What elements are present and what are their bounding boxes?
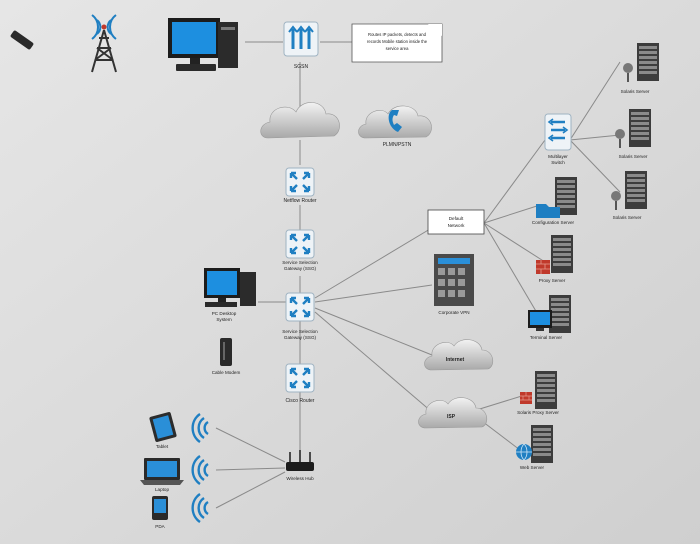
proxy-server-label: Proxy Server	[539, 278, 566, 283]
note-line-1: Routes IP packets, detects and	[368, 32, 427, 37]
pda-icon	[152, 496, 168, 520]
cloud-main-icon	[260, 102, 340, 139]
ssg-top-icon	[284, 228, 316, 260]
cable-modem-icon	[220, 338, 232, 366]
default-network-label-1: Default	[449, 216, 464, 221]
hub-label: Wireless Hub	[286, 476, 314, 481]
cloud-plmn-icon	[358, 105, 432, 139]
sgsn-icon	[283, 21, 319, 57]
tablet-icon	[149, 412, 177, 442]
cisco-router-icon	[284, 362, 316, 394]
ssg-bottom-label-2: Gateway (SSG)	[284, 335, 317, 340]
sgsn-label: SGSN	[294, 64, 309, 70]
solaris-server-3-label: Solaris Server	[613, 215, 642, 220]
tablet-label: Tablet	[156, 444, 169, 449]
plmn-label: PLMN/PSTN	[383, 142, 412, 148]
pda-label: PDA	[155, 524, 165, 529]
configuration-server-label: Configuration Server	[532, 220, 575, 225]
ssg-top-label-2: Gateway (SSG)	[284, 266, 317, 271]
isp-label: ISP	[447, 414, 456, 420]
pc-label-2: System	[216, 317, 231, 322]
multilayer-switch-icon	[544, 113, 572, 151]
cloud-isp-icon	[418, 397, 488, 429]
netflow-router-icon	[284, 166, 316, 198]
cloud-internet-icon	[424, 339, 494, 371]
desktop-computer-icon	[168, 18, 238, 71]
solaris-proxy-server-label: Solaris Proxy Server	[517, 410, 559, 415]
default-network-label-2: Network	[448, 223, 466, 228]
configuration-server-icon	[536, 177, 577, 218]
vpn-label: Corporate VPN	[438, 310, 469, 315]
note-line-2: records Mobile station inside the	[367, 39, 428, 44]
pc-desktop-icon	[204, 268, 256, 307]
laptop-label: Laptop	[155, 487, 169, 492]
internet-label: Internet	[446, 357, 465, 363]
web-server-icon	[516, 425, 553, 463]
default-network-box: Default Network	[427, 209, 485, 235]
ssg-top-label-1: Service Selection	[282, 260, 318, 265]
note-box: Routes IP packets, detects and records M…	[351, 23, 443, 63]
terminal-server-label: Terminal Server	[530, 335, 563, 340]
netflow-label: Netflow Router	[283, 198, 316, 204]
mobile-phone-icon	[10, 30, 34, 50]
switch-label-2: Switch	[551, 160, 565, 165]
cell-tower-icon	[91, 14, 117, 73]
solaris-server-1-icon	[623, 43, 659, 82]
ssg-bottom-icon	[284, 291, 316, 323]
modem-label: Cable Modem	[212, 370, 241, 375]
pc-label-1: PC Desktop	[212, 311, 237, 316]
web-server-label: Web Server	[520, 465, 545, 470]
proxy-server-icon	[536, 235, 573, 274]
wireless-hub-icon	[286, 450, 314, 471]
switch-label-1: Multilayer	[548, 154, 568, 159]
solaris-proxy-server-icon	[520, 371, 557, 409]
solaris-server-2-label: Solaris Server	[619, 154, 648, 159]
ssg-bottom-label-1: Service Selection	[282, 329, 318, 334]
cisco-label: Cisco Router	[286, 398, 315, 404]
terminal-server-icon	[528, 295, 571, 333]
solaris-server-2-icon	[615, 109, 651, 148]
corporate-vpn-building-icon	[434, 254, 474, 306]
note-line-3: service area	[386, 46, 409, 51]
connector-lines	[215, 41, 621, 509]
solaris-server-3-icon	[611, 171, 647, 210]
solaris-server-1-label: Solaris Server	[621, 89, 650, 94]
laptop-icon	[140, 458, 184, 485]
